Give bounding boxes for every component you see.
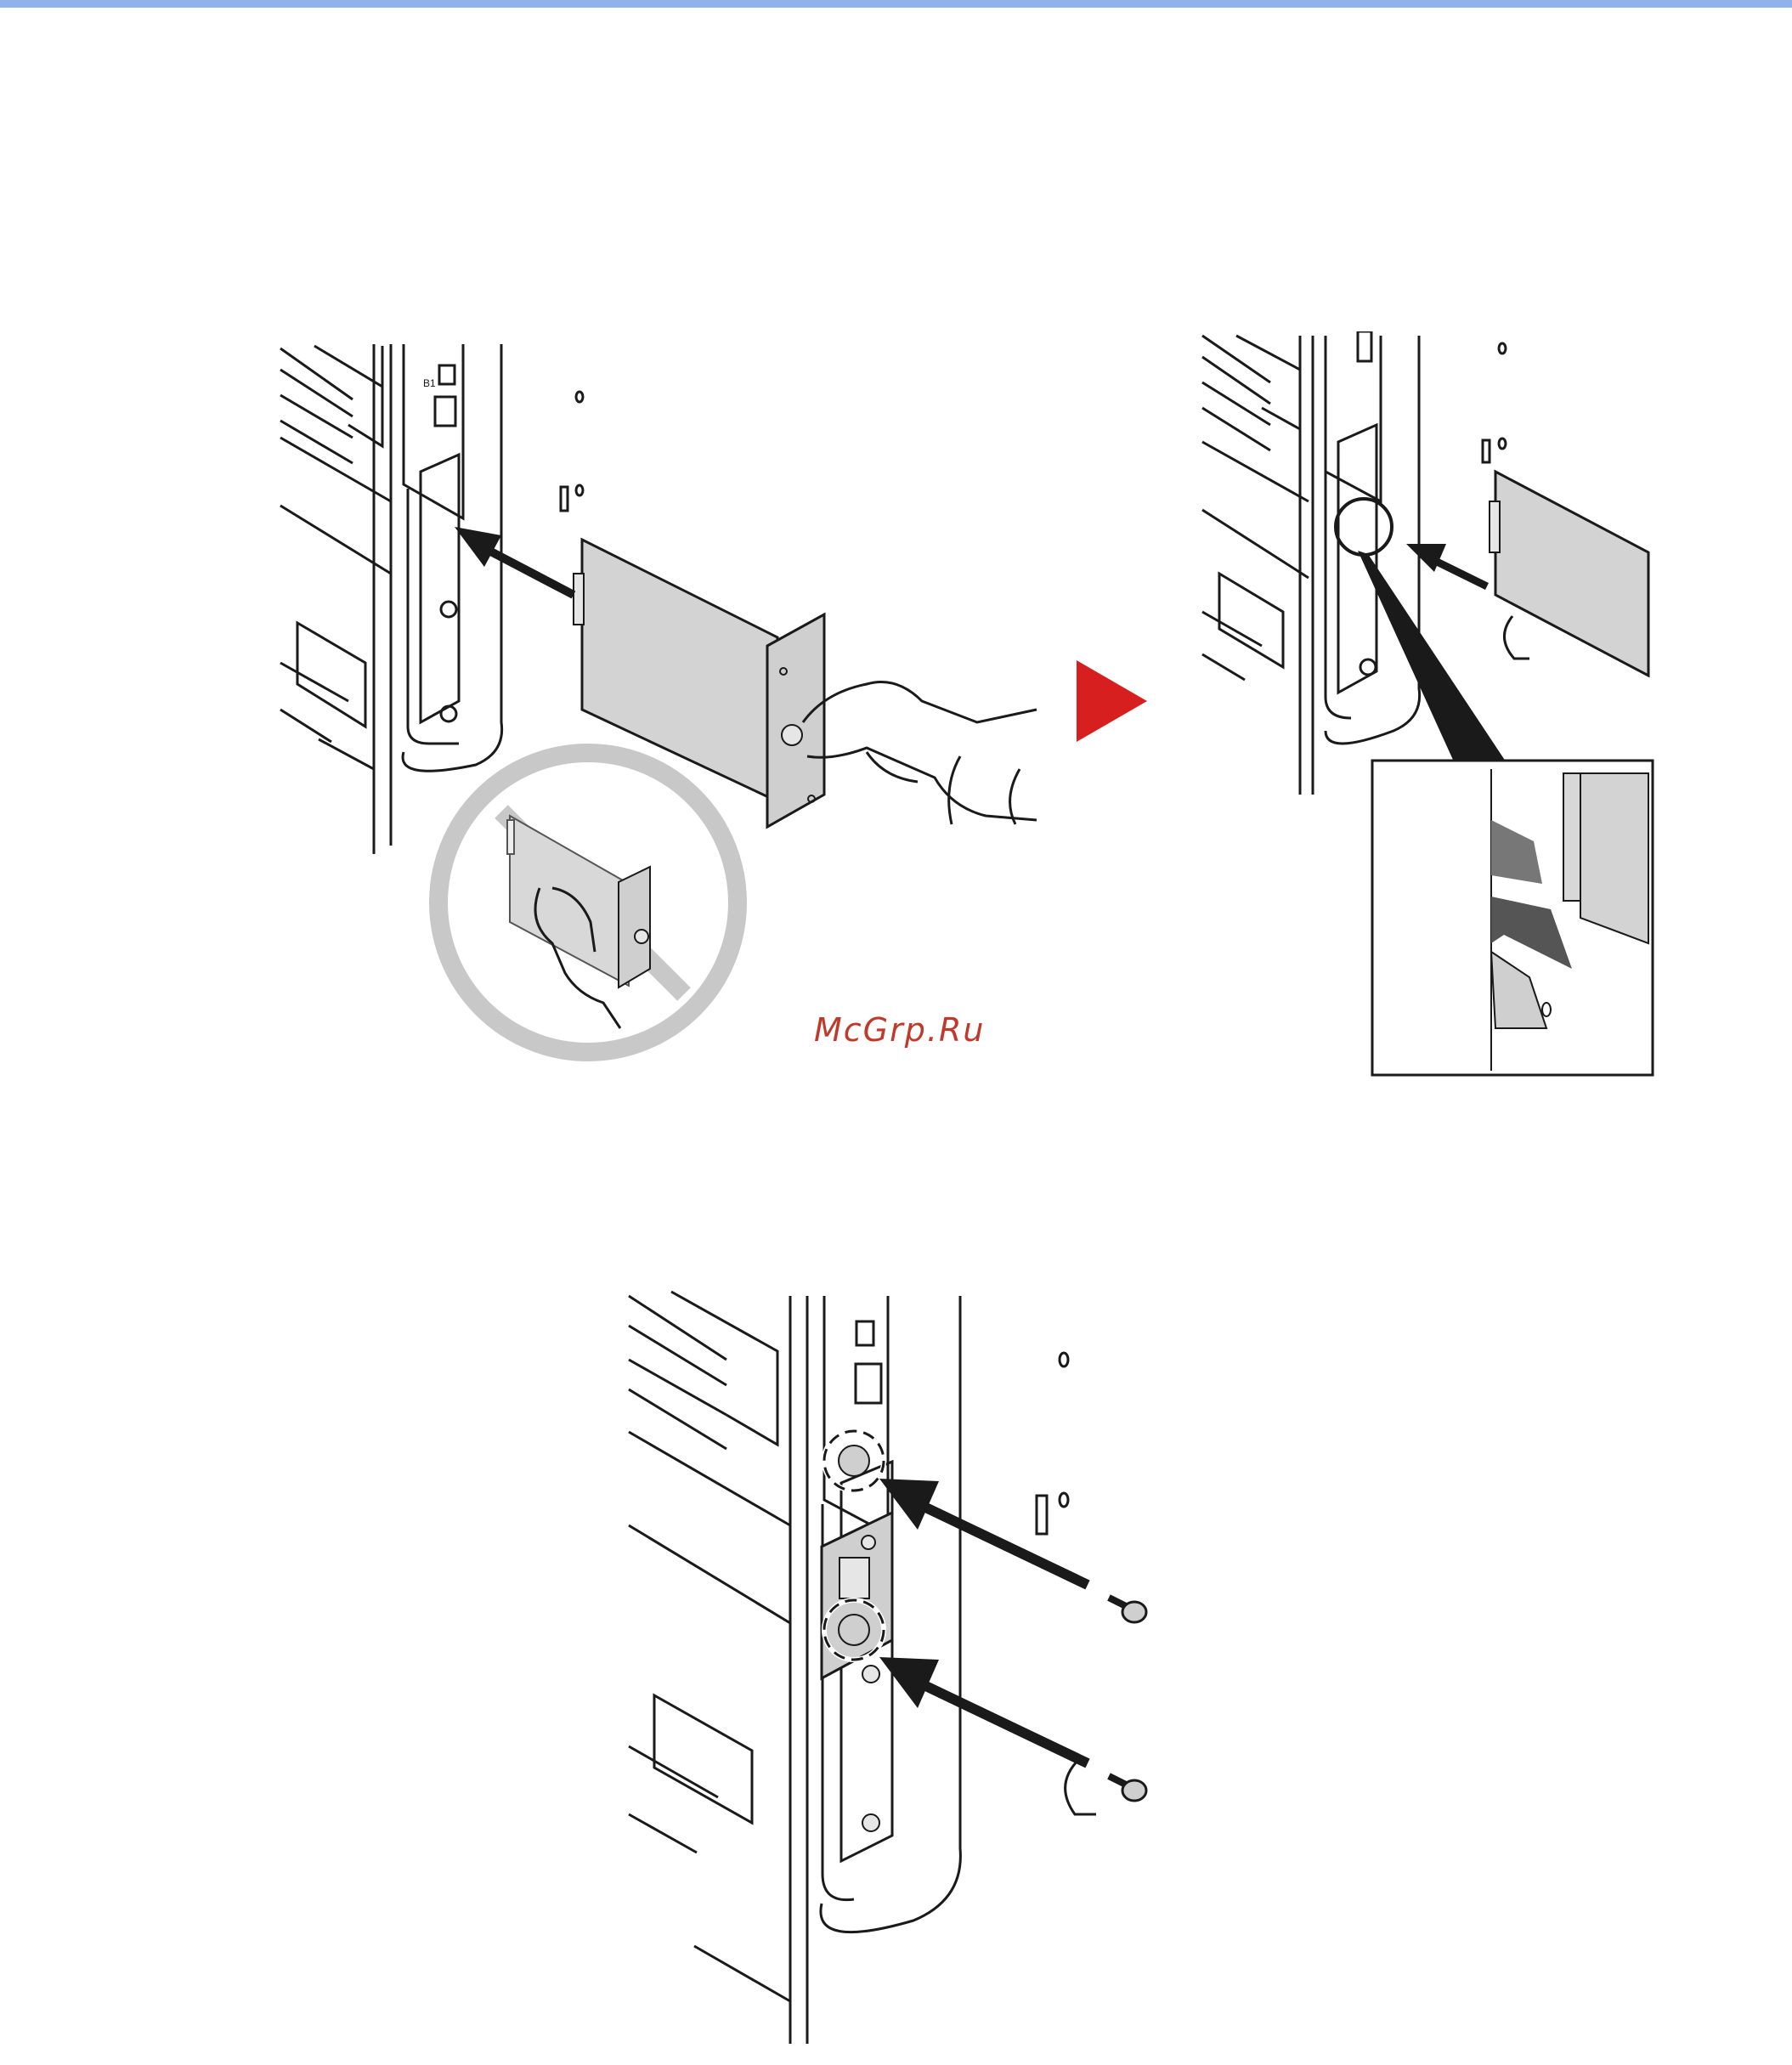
next-step-arrow: [1075, 659, 1151, 744]
watermark-text: McGrp.Ru: [814, 1011, 1026, 1054]
screw-icon: [1109, 1776, 1146, 1801]
screw-icon: [1109, 1598, 1146, 1622]
wrong-grip-figure: [425, 739, 756, 1071]
top-rule: [0, 0, 1792, 8]
card-guide-detail-figure: [1198, 331, 1657, 1079]
fasten-screws-figure: [625, 1287, 1168, 2052]
port-label: B1: [423, 377, 436, 389]
